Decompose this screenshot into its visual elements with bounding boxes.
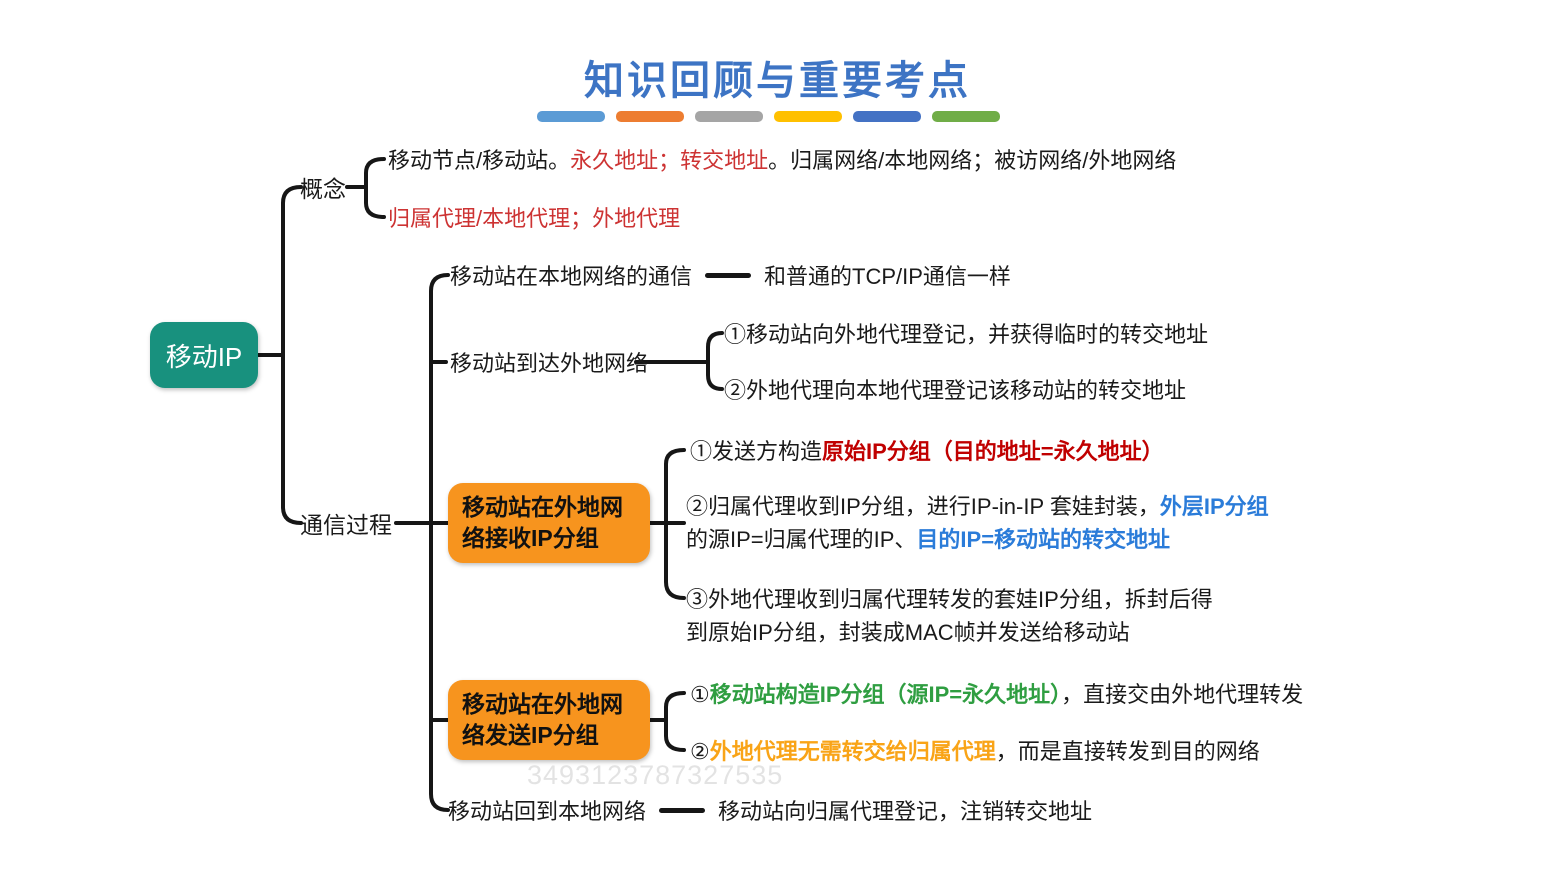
arrive-step-1: ①移动站向外地代理登记，并获得临时的转交地址 [724, 322, 1209, 347]
receive-step3-line1: ③外地代理收到归属代理转发的套娃IP分组，拆封后得 [686, 587, 1213, 612]
decor-bar [853, 111, 921, 122]
node-arrive-foreign-label: 移动站到达外地网络 [450, 351, 649, 376]
send-step-2: ②外地代理无需转交给归属代理，而是直接转发到目的网络 [690, 734, 1260, 766]
process-children-bracket-line [394, 273, 450, 812]
decor-bar [616, 111, 684, 122]
receive-step3-line2: 到原始IP分组，封装成MAC帧并发送给移动站 [686, 620, 1130, 645]
receive-step1-part2-red: 原始IP分组（目的地址=永久地址） [822, 439, 1164, 464]
title-underline-bars [537, 111, 1000, 122]
concept-def-part1: 移动节点/移动站。 [388, 148, 571, 173]
watermark-digits: 3493123787327535 [527, 760, 784, 790]
send-step1-part3: ，直接交由外地代理转发 [1061, 682, 1304, 707]
arrive-step-2: ②外地代理向本地代理登记该移动站的转交地址 [724, 378, 1187, 403]
local-communication-label: 移动站在本地网络的通信 [450, 264, 693, 289]
root-node-mobile-ip: 移动IP [150, 322, 258, 388]
receive-step2-line1: ②归属代理收到IP分组，进行IP-in-IP 套娃封装，外层IP分组 [686, 490, 1269, 523]
receive-bracket-line [648, 448, 686, 600]
receive-step1-part1: ①发送方构造 [690, 439, 823, 464]
return-home-label: 移动站回到本地网络 [448, 799, 647, 824]
node-return-home: 移动站回到本地网络 移动站向归属代理登记，注销转交地址 [448, 794, 1092, 826]
concept-agents-line: 归属代理/本地代理；外地代理 [388, 206, 681, 231]
send-step1-part1: ① [690, 682, 710, 707]
decor-bar [537, 111, 605, 122]
arrive-bracket-line [634, 331, 724, 391]
receive-step2-l2p2-blue: 目的IP=移动站的转交地址 [916, 527, 1171, 552]
concept-def-part3: 。归属网络/本地网络；被访网络/外地网络 [768, 148, 1177, 173]
decor-bar [932, 111, 1000, 122]
dash-connector [659, 807, 706, 813]
root-node-label: 移动IP [165, 341, 243, 372]
branch-label-concept: 概念 [300, 176, 346, 202]
send-bracket-line [648, 691, 686, 752]
node-send-box: 移动站在外地网络发送IP分组 [448, 680, 650, 760]
local-communication-note: 和普通的TCP/IP通信一样 [764, 264, 1011, 289]
concept-bracket-line [345, 157, 386, 219]
receive-step-2: ②归属代理收到IP分组，进行IP-in-IP 套娃封装，外层IP分组 的源IP=… [686, 490, 1269, 556]
receive-step-1: ①发送方构造原始IP分组（目的地址=永久地址） [690, 434, 1164, 466]
concept-definition-line: 移动节点/移动站。永久地址；转交地址。归属网络/本地网络；被访网络/外地网络 [388, 143, 1176, 175]
main-bracket-line [281, 185, 303, 525]
dash-connector [705, 272, 752, 278]
decor-bar [695, 111, 763, 122]
branch-label-process: 通信过程 [300, 512, 392, 538]
receive-step2-l2p1: 的源IP=归属代理的IP、 [686, 527, 917, 552]
concept-def-part2-red: 永久地址；转交地址 [570, 148, 769, 173]
receive-step2-line2: 的源IP=归属代理的IP、目的IP=移动站的转交地址 [686, 523, 1269, 556]
return-home-note: 移动站向归属代理登记，注销转交地址 [718, 799, 1093, 824]
page-title: 知识回顾与重要考点 [584, 59, 971, 103]
node-local-communication: 移动站在本地网络的通信 和普通的TCP/IP通信一样 [450, 259, 1011, 291]
send-box-label: 移动站在外地网络发送IP分组 [462, 691, 623, 748]
receive-step-3: ③外地代理收到归属代理转发的套娃IP分组，拆封后得 到原始IP分组，封装成MAC… [686, 583, 1213, 649]
send-step1-part2-green: 移动站构造IP分组（源IP=永久地址） [709, 682, 1062, 707]
decor-bar [774, 111, 842, 122]
node-receive-box: 移动站在外地网络接收IP分组 [448, 483, 650, 563]
send-step2-part1: ② [690, 739, 710, 764]
send-step-1: ①移动站构造IP分组（源IP=永久地址），直接交由外地代理转发 [690, 677, 1303, 709]
receive-box-label: 移动站在外地网络接收IP分组 [462, 494, 623, 551]
send-step2-part3: ，而是直接转发到目的网络 [995, 739, 1260, 764]
receive-step2-l1p1: ②归属代理收到IP分组，进行IP-in-IP 套娃封装， [686, 494, 1160, 519]
receive-step2-l1p2-blue: 外层IP分组 [1159, 494, 1269, 519]
send-step2-part2-orange: 外地代理无需转交给归属代理 [709, 739, 996, 764]
